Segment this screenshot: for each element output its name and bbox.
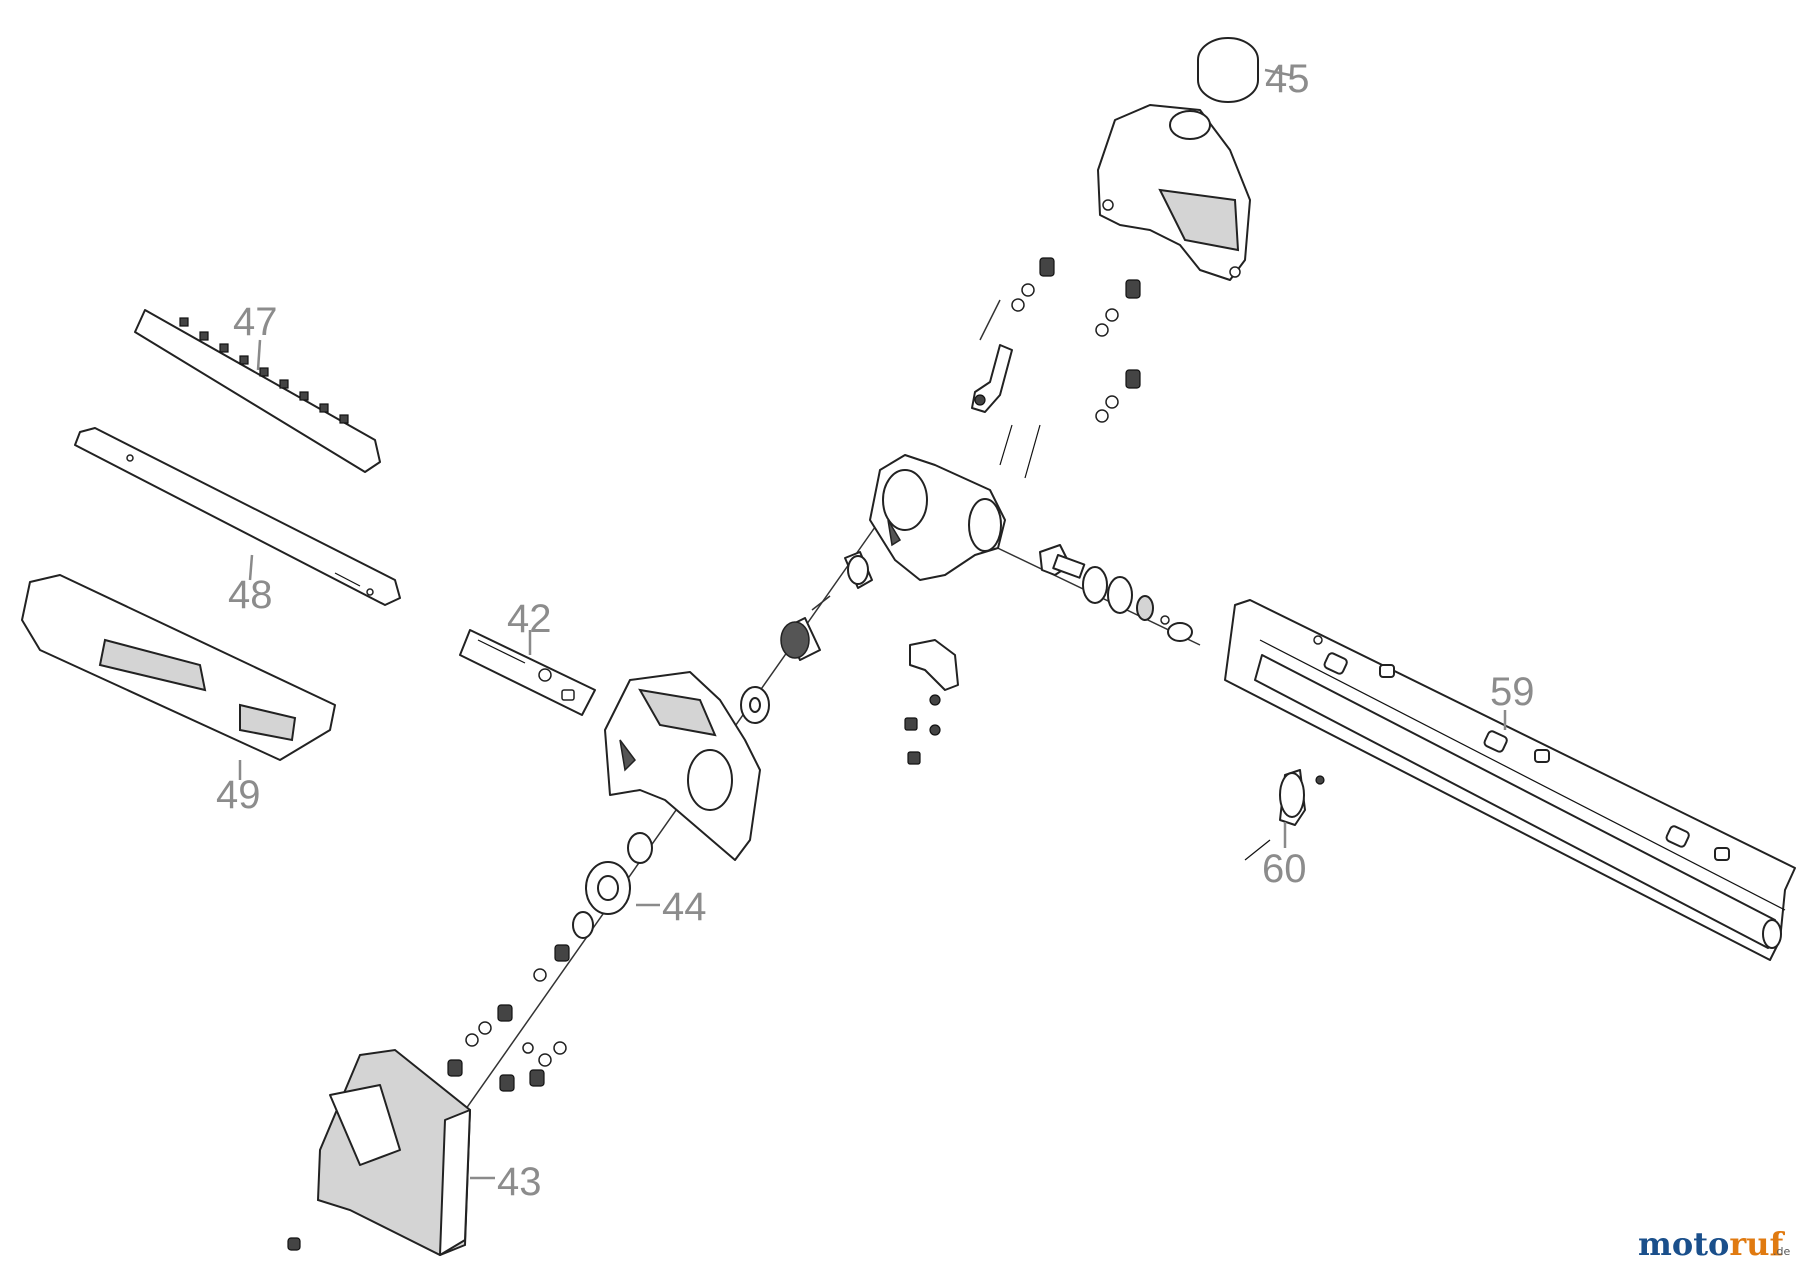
part-47-chain xyxy=(134,309,381,473)
brand-logo: motoruf .de xyxy=(1638,1225,1790,1263)
callout-45: 45 xyxy=(1265,57,1310,101)
small-mechanism xyxy=(904,639,959,765)
part-45-cap xyxy=(1197,37,1259,103)
gear-housing xyxy=(869,454,1006,581)
drive-shaft-parts xyxy=(740,551,873,724)
part-43-sprocket-cover xyxy=(316,1048,472,1257)
part-49-chain-guard xyxy=(21,574,336,761)
part-44-sprocket xyxy=(572,832,653,939)
callout-44: 44 xyxy=(662,885,707,929)
callout-42: 42 xyxy=(507,597,552,641)
callout-59: 59 xyxy=(1490,670,1535,714)
logo-text-part1: moto xyxy=(1638,1225,1729,1263)
callout-43: 43 xyxy=(497,1160,542,1204)
clutch-plate xyxy=(604,671,761,861)
top-housing xyxy=(1097,104,1251,281)
part-60-clamp xyxy=(1244,769,1325,861)
callout-47: 47 xyxy=(233,300,278,344)
right-shaft-parts xyxy=(1039,544,1193,642)
svg-text:motoruf: motoruf xyxy=(1638,1225,1785,1263)
part-48-guide-bar xyxy=(74,427,401,606)
top-screws xyxy=(1011,257,1141,423)
callout-labels: 45 47 48 49 42 44 43 59 60 xyxy=(216,57,1535,1204)
callout-48: 48 xyxy=(228,573,273,617)
callout-49: 49 xyxy=(216,773,261,817)
assembly-axis-lines xyxy=(429,299,1201,1161)
callout-60: 60 xyxy=(1262,847,1307,891)
lever-link xyxy=(971,344,1041,479)
part-42-tensioner xyxy=(459,629,596,716)
leader-lines xyxy=(238,68,1507,1180)
logo-text-part2: ruf xyxy=(1729,1225,1785,1263)
logo-suffix: .de xyxy=(1773,1245,1790,1258)
part-59-shaft-set xyxy=(1224,599,1796,961)
fastener-stack xyxy=(287,944,570,1251)
